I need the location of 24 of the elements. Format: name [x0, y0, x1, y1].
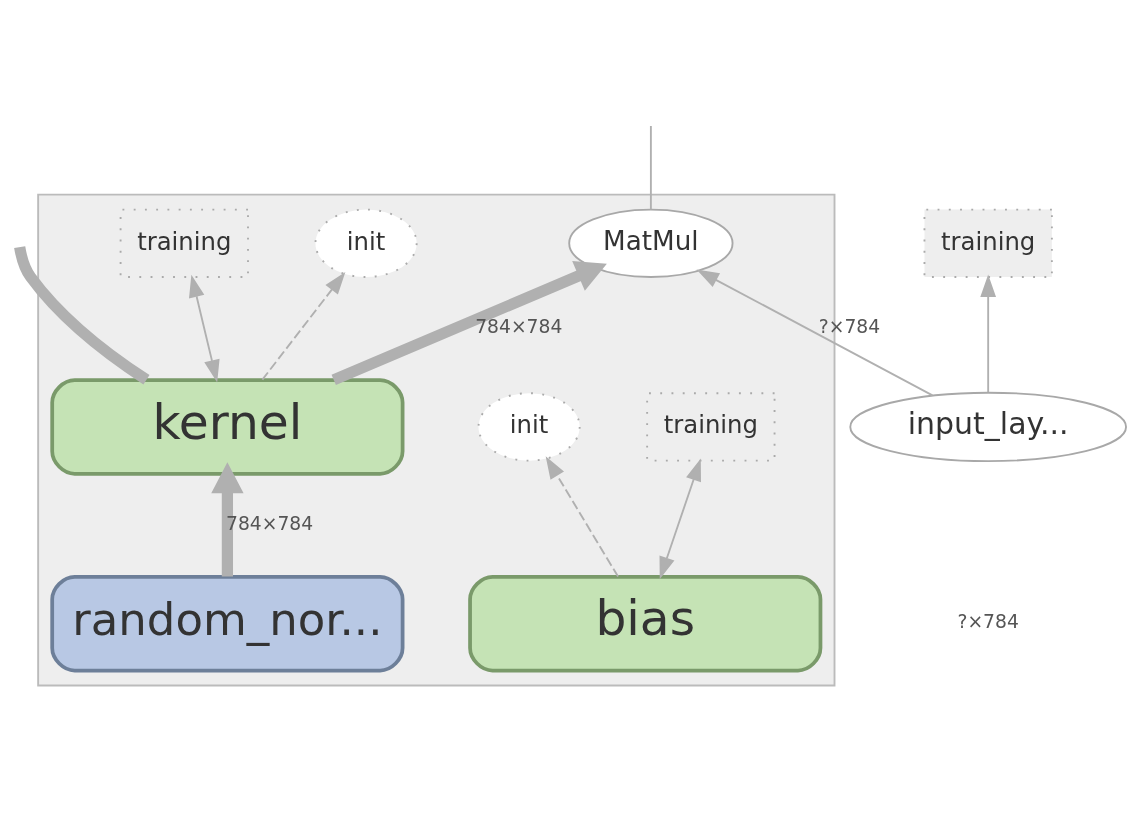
node-box: bias [468, 574, 823, 673]
arrow [980, 274, 997, 393]
node-ellipse: MatMul [568, 208, 734, 278]
node-box: training [646, 392, 776, 462]
connector [649, 125, 652, 211]
arrow [659, 458, 701, 580]
arrow [211, 462, 244, 577]
edge-label: 784×784 [475, 316, 563, 338]
arrow [696, 269, 934, 397]
node-ellipse: input_lay... [849, 391, 1127, 463]
edge-label: ?×784 [818, 316, 881, 338]
label: ?×784 [957, 611, 1019, 633]
node-box: kernel [50, 378, 405, 476]
arrow [188, 274, 220, 383]
node-ellipse: init [314, 208, 418, 278]
connector [14, 246, 150, 385]
edge-label: 784×784 [225, 512, 314, 534]
node-box: random_nor... [50, 574, 405, 673]
arrow [331, 261, 607, 386]
node-ellipse: init [477, 392, 581, 462]
node-box: training [923, 208, 1053, 278]
arrow [261, 271, 346, 381]
node-box: training [119, 208, 249, 278]
arrow [545, 456, 619, 578]
